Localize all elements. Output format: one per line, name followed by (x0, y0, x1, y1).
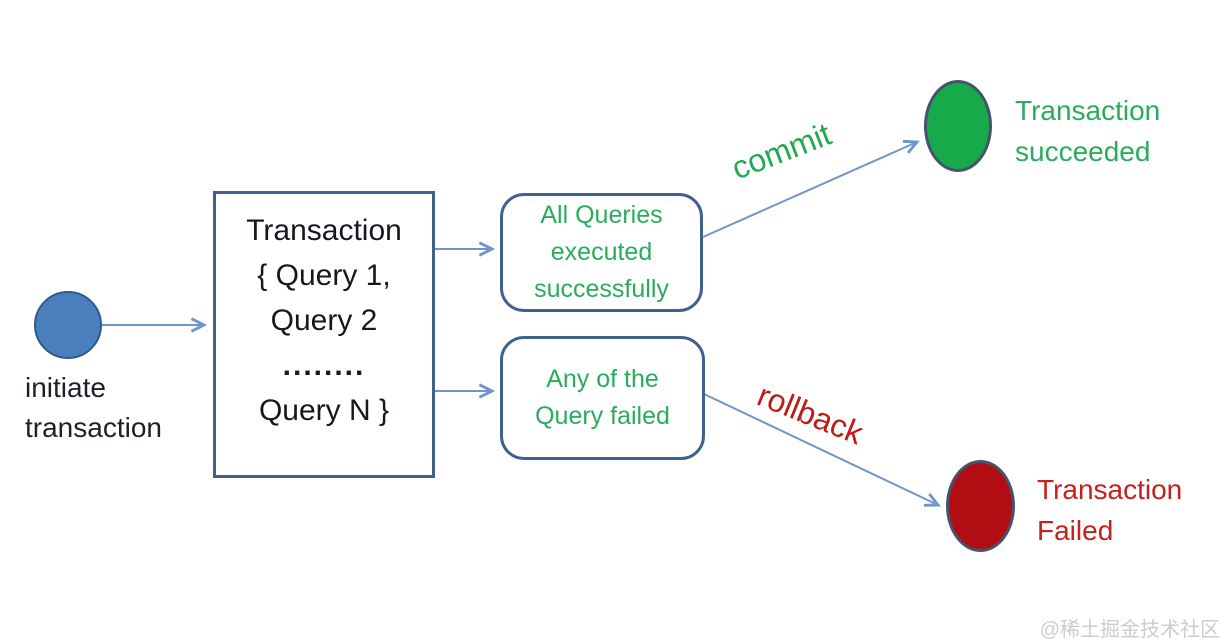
success-box-line3: successfully (534, 275, 669, 303)
transaction-failed-circle (946, 460, 1015, 552)
transaction-queries-box: Transaction { Query 1, Query 2 ........ … (213, 191, 435, 478)
all-queries-success-box: All Queries executed successfully (500, 193, 703, 312)
transaction-box-title: Transaction (246, 214, 402, 247)
arrow-rollback (703, 393, 938, 505)
initiate-state-label: initiate transaction (25, 368, 162, 448)
transaction-failed-label: Transaction Failed (1037, 469, 1182, 551)
transaction-box-ellipsis: ........ (282, 349, 366, 382)
watermark-text: @稀土掘金技术社区 (1039, 619, 1220, 641)
initiate-state-circle (34, 291, 102, 359)
succeeded-label-line1: Transaction (1015, 95, 1161, 126)
any-query-failed-box: Any of the Query failed (500, 336, 705, 460)
fail-box-line1: Any of the (546, 365, 659, 393)
transaction-box-queryN: Query N } (258, 394, 390, 427)
fail-box-line2: Query failed (535, 402, 670, 430)
transaction-box-query1: { Query 1, (257, 259, 391, 292)
failed-label-line1: Transaction (1037, 474, 1183, 505)
arrow-commit (702, 142, 917, 238)
initiate-label-line1: initiate (25, 372, 106, 403)
failed-label-line2: Failed (1037, 515, 1114, 546)
transaction-box-query2: Query 2 (270, 304, 378, 337)
success-box-line2: executed (550, 238, 653, 266)
succeeded-label-line2: succeeded (1015, 136, 1151, 167)
transaction-succeeded-label: Transaction succeeded (1015, 90, 1160, 172)
initiate-label-line2: transaction (25, 412, 162, 443)
success-box-line1: All Queries (540, 201, 663, 229)
transaction-succeeded-circle (924, 80, 992, 172)
